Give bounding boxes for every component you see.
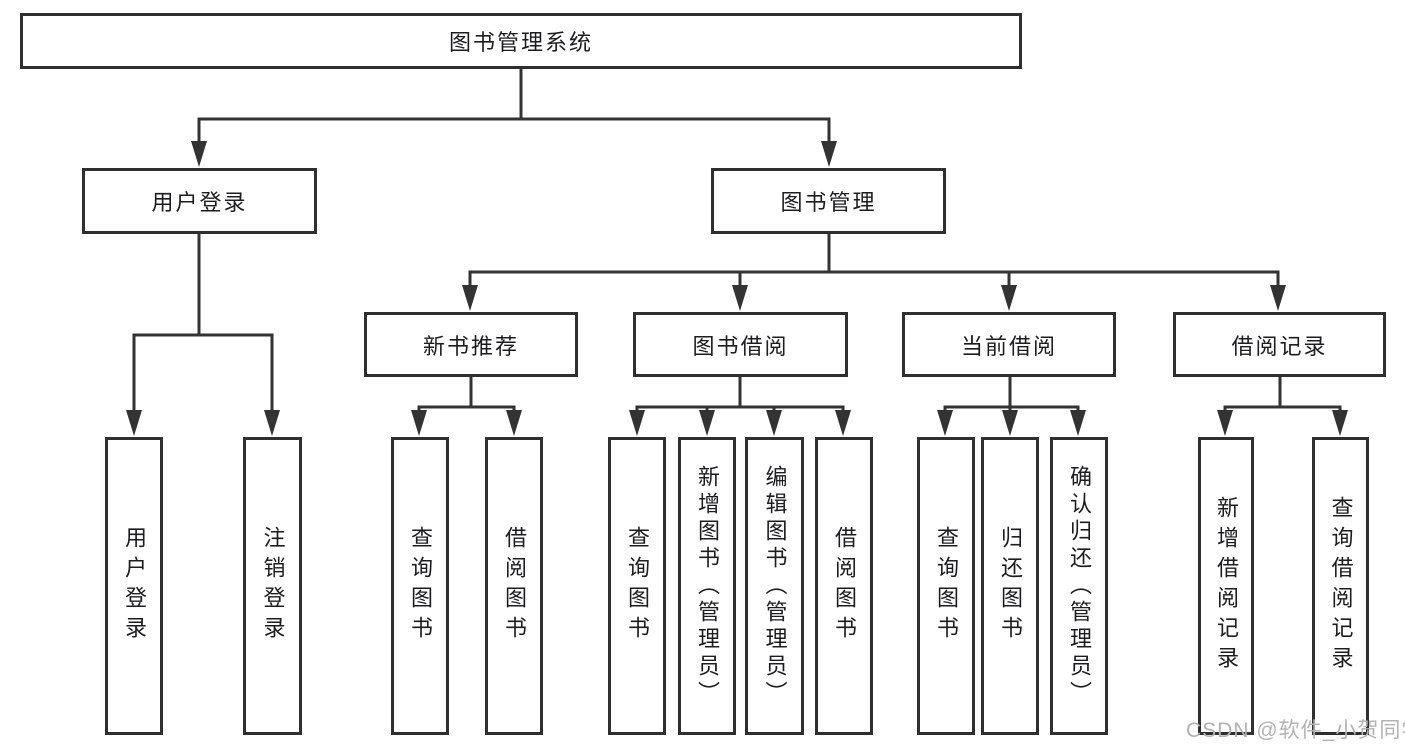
node-user-login: 用户登录: [82, 168, 317, 234]
arrow-icon: [699, 410, 715, 436]
leaf-add-borrow-record: 新增借阅记录: [1198, 437, 1254, 735]
arrow-icon: [1332, 410, 1348, 436]
arrow-icon: [1002, 410, 1018, 436]
arrow-icon: [766, 410, 782, 436]
arrow-icon: [264, 410, 280, 436]
arrow-icon: [1270, 285, 1286, 311]
leaf-borrow-books-recommend: 借阅图书: [485, 437, 543, 735]
arrow-icon: [629, 410, 645, 436]
arrow-icon: [1001, 285, 1017, 311]
arrow-icon: [835, 410, 851, 436]
node-book-management: 图书管理: [711, 168, 946, 234]
leaf-confirm-return-admin: 确认归还（管理员）: [1050, 437, 1108, 735]
leaf-borrow-books: 借阅图书: [815, 437, 873, 735]
arrow-icon: [937, 410, 953, 436]
leaf-query-books-recommend: 查询图书: [391, 437, 449, 735]
arrow-icon: [126, 410, 142, 436]
node-current-borrow: 当前借阅: [902, 312, 1116, 377]
node-new-book-recommend: 新书推荐: [364, 312, 578, 377]
leaf-edit-book-admin: 编辑图书（管理员）: [745, 437, 804, 735]
arrow-icon: [732, 285, 748, 311]
arrow-icon: [411, 410, 427, 436]
leaf-query-books-borrow: 查询图书: [608, 437, 666, 735]
arrowhead-icons: [126, 141, 1348, 436]
node-root: 图书管理系统: [20, 13, 1022, 69]
csdn-watermark: CSDN @软件_小贺同学: [1186, 719, 1405, 742]
node-borrow-records: 借阅记录: [1173, 312, 1386, 377]
arrow-icon: [1070, 410, 1086, 436]
leaf-add-book-admin: 新增图书（管理员）: [678, 437, 736, 735]
leaf-query-borrow-record: 查询借阅记录: [1312, 437, 1369, 735]
leaf-query-books-current: 查询图书: [917, 437, 975, 735]
arrow-icon: [462, 285, 478, 311]
arrow-icon: [191, 141, 207, 167]
leaf-return-book: 归还图书: [981, 437, 1039, 735]
leaf-logout: 注销登录: [243, 437, 302, 735]
arrow-icon: [506, 410, 522, 436]
arrow-icon: [1217, 410, 1233, 436]
leaf-user-login: 用户登录: [105, 437, 163, 735]
node-book-borrow: 图书借阅: [633, 312, 848, 377]
arrow-icon: [821, 141, 837, 167]
